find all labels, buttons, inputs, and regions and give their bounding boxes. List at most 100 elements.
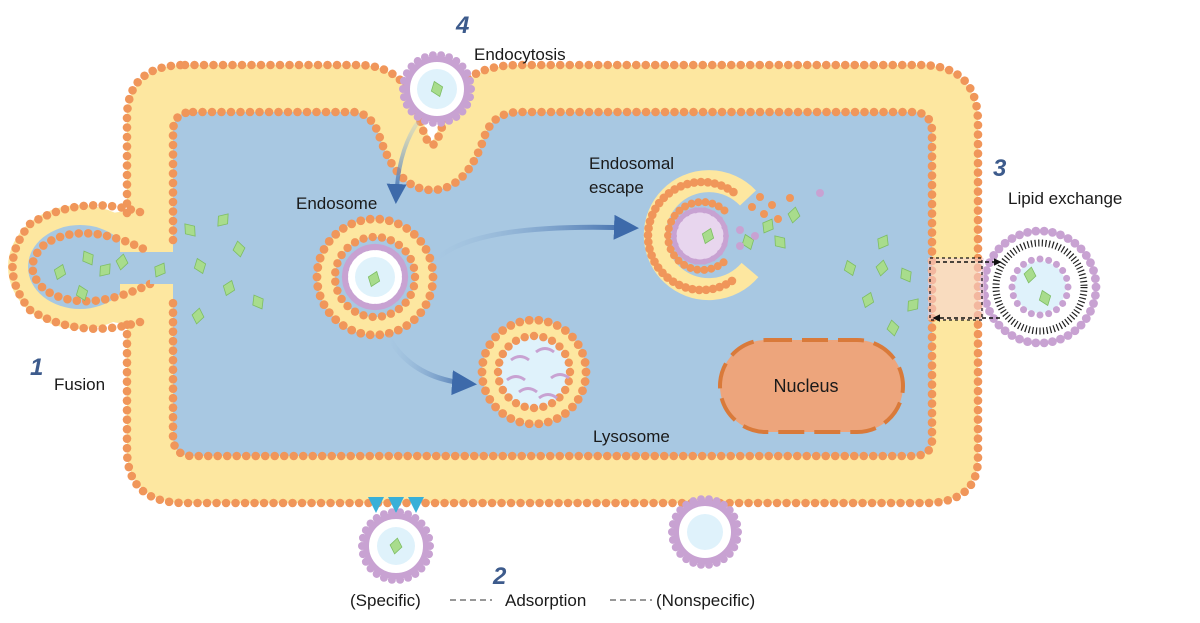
lipid-head (361, 557, 370, 566)
lipid-head (516, 498, 525, 508)
lipid-head (681, 202, 690, 211)
lipid-head (1036, 311, 1044, 319)
lipid-head (1089, 266, 1098, 275)
lipid-head (670, 211, 679, 220)
lipid-head (1027, 256, 1035, 264)
lipid-head (547, 336, 557, 346)
lipid-head (581, 367, 591, 377)
lipid-exchange-zone (928, 258, 984, 320)
lipid-head (666, 245, 675, 254)
lipid-head (241, 451, 251, 461)
lipid-head (338, 321, 348, 330)
lipid-head (927, 171, 937, 180)
lipid-head (689, 178, 699, 187)
lipid-head (294, 60, 304, 70)
lipid-head (1015, 334, 1024, 344)
lipid-head (110, 292, 119, 302)
lipid-head (319, 300, 329, 310)
lipid-head (340, 107, 350, 117)
lipid-head (394, 304, 404, 314)
lipid-head (960, 487, 969, 497)
lipid-head (536, 451, 546, 461)
lipid-head (34, 310, 43, 319)
cargo-molecule (389, 537, 403, 555)
lipid-head (811, 451, 821, 461)
lipid-head (603, 107, 613, 117)
lipid-head (1023, 228, 1032, 237)
lipid-head (411, 514, 420, 523)
lipid-head (499, 110, 509, 120)
lipid-head (155, 495, 165, 505)
lipid-head (207, 107, 217, 117)
lipid-head (897, 60, 907, 70)
lipid-head (1076, 320, 1086, 330)
lipid-head (1048, 337, 1057, 346)
lipid-head (364, 302, 371, 310)
lipid-head (402, 100, 411, 109)
lipid-head (69, 322, 79, 332)
lipid-head (802, 60, 812, 70)
released-lipid (756, 193, 764, 201)
lipid-head (1020, 306, 1028, 314)
lipid-head (927, 190, 937, 199)
lipid-head (450, 451, 460, 461)
lipid-head (356, 328, 366, 338)
cargo-molecule (877, 234, 889, 250)
lipid-head (403, 451, 413, 461)
number-lipid-exchange: 3 (993, 155, 1007, 182)
lipid-head (829, 498, 839, 508)
lipid-head (916, 60, 926, 70)
lipid-head (916, 450, 925, 460)
pathway-arrows (385, 120, 639, 396)
lipid-head (417, 519, 426, 528)
lipid-head (927, 380, 937, 389)
lipid-head (422, 451, 432, 461)
lipid-head (401, 247, 410, 256)
lipid-head (168, 150, 178, 159)
lipid-head (293, 107, 302, 117)
lipid-head (793, 60, 803, 70)
arrow-endosome-to-lysosome (385, 334, 477, 396)
cargo-molecule (53, 263, 67, 281)
lipid-head (409, 229, 419, 239)
lipid-head (973, 139, 983, 149)
lipid-head (37, 282, 47, 292)
lipid-head (122, 434, 132, 443)
lipid-head (765, 107, 774, 117)
lipid-head (409, 315, 419, 325)
lipid-head (701, 285, 711, 295)
lipid-head (65, 230, 74, 239)
lipid-head (135, 317, 145, 327)
lipid-head (107, 323, 117, 333)
lipid-head (783, 451, 793, 461)
lipid-head (803, 107, 812, 117)
lipid-head (556, 107, 565, 117)
lipid-head (674, 256, 683, 265)
lipid-head (672, 241, 679, 248)
lipid-head (351, 60, 361, 70)
lipid-head (365, 451, 375, 461)
lipid-head (354, 498, 364, 508)
lipid-head (563, 498, 573, 508)
lipid-head (377, 312, 387, 321)
lipid-head (372, 514, 381, 523)
lipid-head (122, 113, 132, 123)
lipid-head (217, 107, 226, 117)
lipid-head (342, 266, 350, 273)
lipid-head (341, 273, 349, 281)
lipid-head (54, 292, 63, 301)
lipid-head (973, 177, 983, 187)
lipid-head (839, 498, 848, 508)
lipid-head (515, 317, 525, 327)
lipid-head (25, 305, 35, 315)
arrow-endocytosis-to-endosome (386, 120, 420, 204)
lipid-head (792, 451, 802, 461)
lipid-head (982, 299, 991, 308)
lipid-head (507, 451, 517, 461)
lipid-head (409, 282, 419, 291)
lipid-head (375, 214, 385, 224)
lipid-head (644, 223, 653, 233)
lipid-head (658, 498, 668, 508)
lipid-head (1052, 306, 1060, 314)
lipid-head (565, 107, 575, 117)
